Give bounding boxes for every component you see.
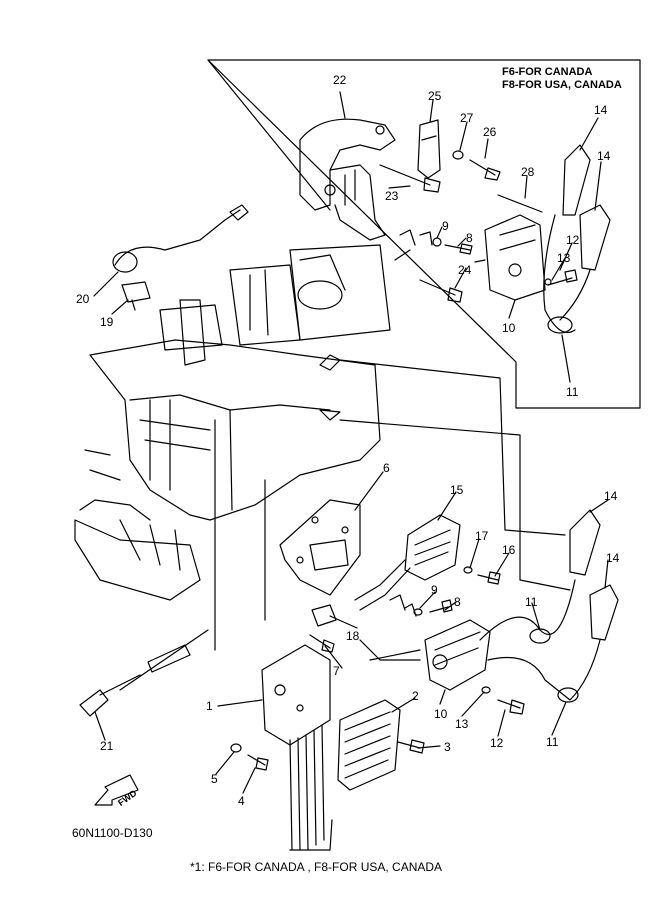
callout-12: 12: [566, 233, 580, 247]
callout-2: 2: [412, 689, 419, 703]
callout-5: 5: [211, 772, 218, 786]
callout-14: 14: [597, 149, 611, 163]
terminals-b: [389, 594, 417, 617]
grommet-11b: [529, 628, 551, 644]
callout-8: 8: [454, 595, 461, 609]
callout-25: 25: [428, 89, 442, 103]
lead-routing-1: [339, 359, 566, 536]
washer-13b: [481, 686, 491, 694]
bolt-8a: [444, 243, 473, 255]
washer-17: [463, 566, 473, 574]
plugcap-14c: [569, 509, 601, 576]
callout-3: 3: [444, 740, 451, 754]
bracket-22: [299, 118, 396, 241]
callout-26: 26: [483, 125, 497, 139]
callout-15: 15: [450, 483, 464, 497]
plugcap-14b: [579, 204, 611, 271]
bolt-3: [397, 739, 425, 754]
callout-1: 1: [206, 699, 213, 713]
callout-18: 18: [346, 629, 360, 643]
sensor-19: [121, 281, 151, 311]
washer-9b: [413, 608, 423, 616]
callout-12: 12: [490, 736, 504, 750]
bolt-7: [309, 634, 335, 653]
callout-20: 20: [76, 292, 90, 306]
regulator-2: [337, 699, 401, 791]
clip-25: [417, 119, 441, 179]
callout-9: 9: [431, 583, 438, 597]
footnote: *1: F6-FOR CANADA , F8-FOR USA, CANADA: [190, 860, 443, 874]
rectifier-15: [404, 514, 461, 581]
callout-14: 14: [604, 489, 618, 503]
callout-11: 11: [566, 385, 579, 399]
callout-4: 4: [238, 794, 245, 808]
lead-20: [114, 209, 241, 266]
terminals-a: [394, 229, 433, 261]
diagram-code: 60N1100-D130: [72, 826, 153, 840]
inset-title-line2: F8-FOR USA, CANADA: [502, 79, 622, 91]
washer-27: [452, 150, 464, 160]
bolt-12a: [547, 269, 578, 286]
leads-11b: [479, 579, 601, 701]
callout-14: 14: [606, 551, 620, 565]
lead-routing-2: [339, 419, 571, 591]
callout-13: 13: [557, 251, 571, 265]
bolt-26: [469, 159, 501, 181]
grommet-11a: [547, 316, 573, 334]
connector-21: [79, 644, 191, 717]
callout-7: 7: [333, 664, 340, 678]
wires-15: [354, 559, 411, 611]
plugcap-14d: [589, 584, 619, 641]
washer-13a: [544, 278, 552, 286]
rod-28: [497, 194, 543, 213]
bolt-24: [419, 279, 463, 303]
inset-title: F6-FOR CANADA F8-FOR USA, CANADA: [502, 66, 622, 92]
lead-20-cap: [229, 204, 249, 221]
bolt-12b: [497, 699, 525, 715]
callout-10: 10: [434, 707, 448, 721]
washer-5: [230, 743, 242, 753]
sensor-20: [112, 251, 138, 273]
grommet-11c: [557, 687, 579, 703]
callout-9: 9: [442, 219, 449, 233]
callout-23: 23: [385, 189, 399, 203]
lead-routing-3: [214, 419, 266, 651]
bolt-4: [247, 754, 269, 771]
callout-6: 6: [383, 461, 390, 475]
engine-block: [74, 244, 391, 601]
callout-19: 19: [100, 315, 114, 329]
clip-18: [311, 604, 337, 627]
callout-11: 11: [546, 735, 559, 749]
callout-14: 14: [594, 103, 608, 117]
inset-title-line1: F6-FOR CANADA: [502, 66, 593, 78]
inset-leader: [207, 59, 331, 211]
plugcap-14a: [562, 144, 591, 216]
callout-21: 21: [100, 739, 114, 753]
washer-9a: [432, 237, 442, 247]
callout-22: 22: [333, 73, 347, 87]
fwd-arrow: [94, 774, 139, 806]
callout-17: 17: [475, 529, 489, 543]
coil-10a: [474, 214, 546, 301]
cdi-unit-1: [261, 644, 333, 851]
callout-8: 8: [466, 231, 473, 245]
callout-28: 28: [521, 165, 535, 179]
callout-10: 10: [502, 321, 516, 335]
inset-frame: [207, 59, 641, 409]
callout-27: 27: [460, 111, 474, 125]
plate-6: [279, 499, 361, 596]
leader-21: [119, 629, 209, 691]
coil-10b: [424, 619, 491, 691]
leads-coil: [359, 639, 421, 661]
callout-13: 13: [455, 717, 469, 731]
bolt-8b: [429, 599, 453, 613]
callout-24: 24: [458, 263, 472, 277]
callout-11: 11: [525, 595, 538, 609]
callout-16: 16: [502, 543, 516, 557]
bolt-23: [379, 164, 441, 193]
